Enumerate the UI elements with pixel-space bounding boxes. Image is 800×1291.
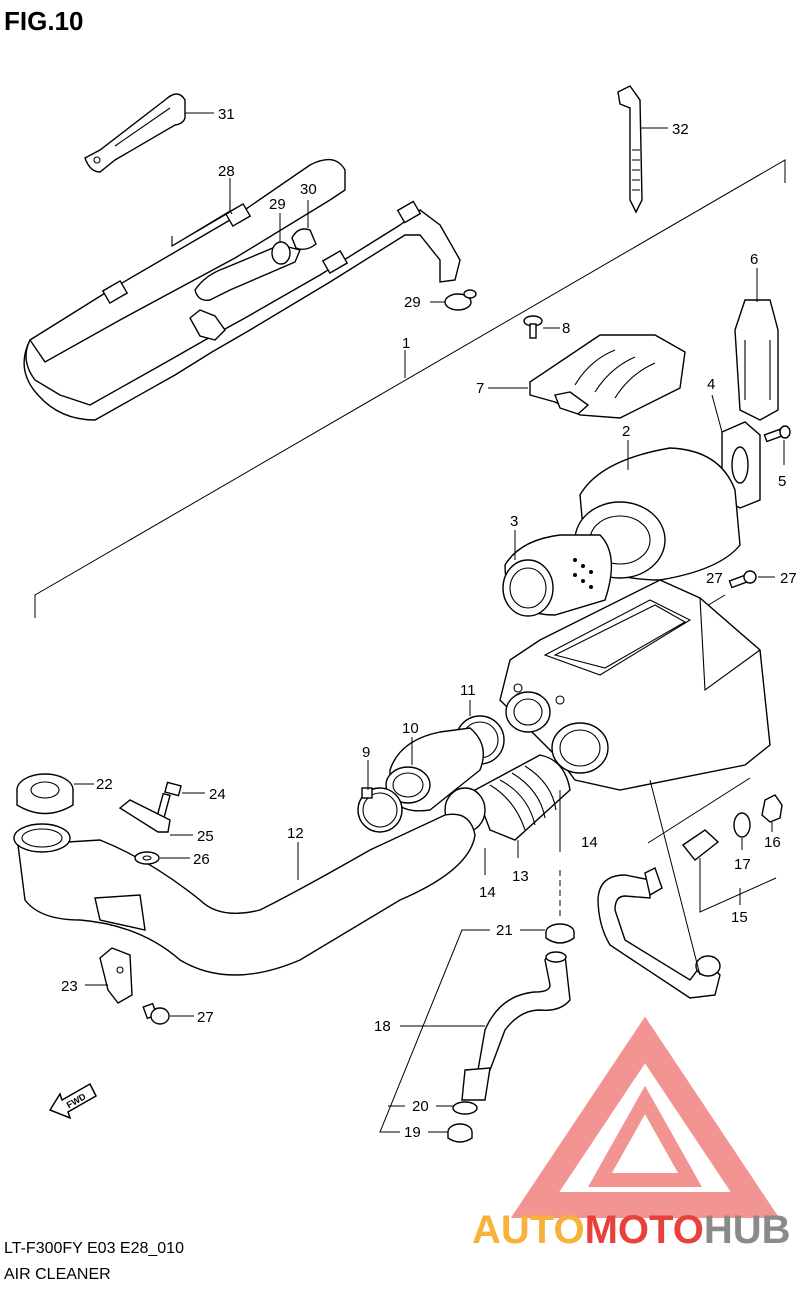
part-15-drain-hose [597,829,721,999]
diagram-code: LT-F300FY E03 E28_010 [4,1240,184,1257]
callout-26: 25 [197,828,214,845]
part-20-clip [452,1101,478,1115]
callout-14b: 14 [581,834,598,851]
callout-5: 5 [778,473,786,490]
watermark-text-auto: AUTO [472,1208,585,1252]
part-17-ring [733,812,751,838]
part-3-element [502,534,613,617]
callout-29b: 29 [404,294,421,311]
part-6-guide [734,299,779,421]
callout-27a: 27 [780,570,797,587]
callout-7: 7 [476,380,484,397]
leader-15-line [647,777,751,844]
part-5-screw [763,425,791,443]
callout-13: 13 [512,868,529,885]
svg-text:AUTOMOTOHUB: AUTOMOTOHUB [472,1208,791,1252]
group-bracket-15 [699,858,777,913]
air-cleaner-case [499,579,771,791]
part-32-strap [617,85,643,214]
callout-19: 19 [404,1124,421,1141]
leader-4 [711,394,723,433]
watermark-text-hub: HUB [704,1208,791,1252]
diagram-caption: AIR CLEANER [4,1266,111,1283]
callout-9: 9 [362,744,370,761]
part-26-bracket [118,799,171,833]
callout-10: 10 [402,720,419,737]
part-9-clamp [357,787,403,833]
callout-16: 16 [764,834,781,851]
part-22-cap [16,773,74,815]
callout-18: 18 [374,1018,391,1035]
part-25-washer [134,851,160,865]
fwd-arrow-icon: FWD [48,1082,97,1120]
callout-12: 12 [287,825,304,842]
callout-15: 15 [731,909,748,926]
callout-2: 2 [622,423,630,440]
part-12-pipe [13,813,476,976]
callout-32: 32 [672,121,689,138]
callout-6: 6 [750,251,758,268]
part-21-cap [545,923,575,944]
callout-labels: 1234567891011121314141516171819202122232… [61,106,797,1141]
figure-title: FIG.10 [4,6,84,36]
callout-20: 20 [412,1098,429,1115]
callout-3: 3 [510,513,518,530]
callout-29a: 29 [269,196,286,213]
part-29-clamp [444,289,477,311]
part-10-boot [385,727,484,812]
group-bracket-19-21 [379,929,490,1133]
callout-22: 22 [96,776,113,793]
leader-15-line2 [649,779,701,976]
part-31-bracket [84,93,186,173]
watermark-text-moto: MOTO [585,1208,704,1252]
callout-4: 4 [707,376,715,393]
callout-31: 31 [218,106,235,123]
callout-21: 21 [496,922,513,939]
part-28-hose [23,158,461,421]
callout-27b: 27 [197,1009,214,1026]
callout-17: 17 [734,856,751,873]
watermark-logo [510,1016,780,1218]
callout-1: 1 [402,335,410,352]
part-27-bolt-b [142,1002,170,1025]
callout-11: 11 [460,682,476,699]
part-16-plug [761,794,783,823]
callout-24: 24 [209,786,226,803]
part-7-cover [529,334,686,419]
part-23-bracket [99,947,133,1004]
part-8-screw [523,315,543,339]
callout-14a: 14 [479,884,496,901]
part-18-hose [461,951,571,1101]
callout-30: 30 [300,181,317,198]
callout-23: 23 [61,978,78,995]
callout-27c: 27 [706,570,723,587]
callout-8: 8 [562,320,570,337]
callout-25: 26 [193,851,210,868]
callout-28: 28 [218,163,235,180]
part-24-bolt [156,781,182,820]
part-19-cap [447,1123,473,1143]
assembly-bracket-1 [34,159,786,618]
part-27-bolt-a [728,570,757,589]
